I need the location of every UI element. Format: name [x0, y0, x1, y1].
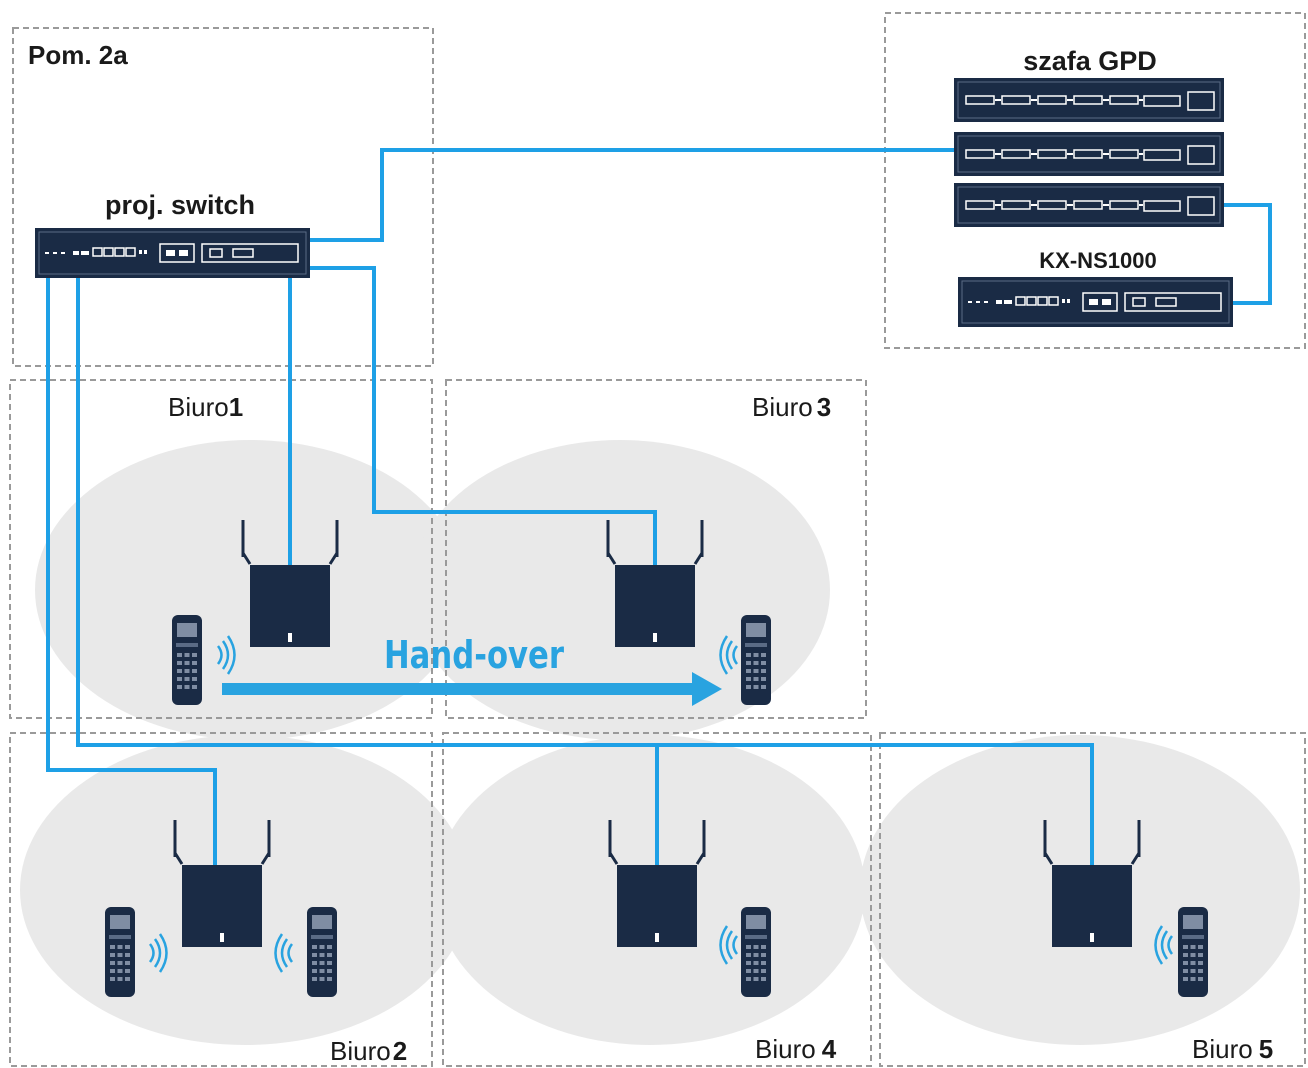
rack-unit-1 — [953, 77, 1225, 123]
room-label-pom-2a: Pom. 2a — [28, 40, 128, 70]
gpd-cabinet — [953, 77, 1225, 228]
cable-switch-to-biuro-2 — [46, 278, 217, 865]
pbx-label: KX-NS1000 — [1039, 248, 1156, 273]
handset-biuro-2-right — [307, 907, 337, 997]
rack-unit-2 — [953, 131, 1225, 177]
room-borders — [9, 12, 1306, 1067]
cable-switch-to-biuro-4-5 — [76, 278, 1094, 865]
cable-switch-to-biuro-3 — [310, 266, 657, 565]
handset-biuro-2-left — [105, 907, 135, 997]
room-border-gpd — [884, 12, 1306, 349]
room-label-biuro-2: Biuro2 — [330, 1036, 407, 1066]
coverage-areas — [20, 440, 1300, 1045]
room-border-pom-2a — [12, 27, 434, 367]
room-border-biuro-5 — [879, 732, 1306, 1067]
cable-cabinet-to-pbx — [1224, 203, 1272, 305]
room-border-biuro-3 — [445, 379, 867, 719]
handset-biuro-5 — [1178, 907, 1208, 997]
kx-ns1000-pbx — [957, 276, 1234, 328]
handover-label: Hand-over — [384, 633, 564, 677]
room-border-biuro-1 — [9, 379, 433, 719]
cable-switch-to-cabinet — [310, 148, 955, 242]
cables — [46, 148, 1272, 865]
cabinet-label: szafa GPD — [1023, 46, 1157, 76]
room-label-biuro-1: Biuro1 — [168, 392, 243, 422]
rack-unit-3 — [953, 182, 1225, 228]
handover-arrow — [222, 672, 722, 706]
room-border-biuro-4 — [442, 732, 872, 1067]
handset-biuro-1 — [172, 615, 202, 705]
handset-biuro-3 — [741, 615, 771, 705]
switch-label: proj. switch — [105, 190, 255, 220]
proj-switch — [34, 227, 311, 279]
handset-biuro-4 — [741, 907, 771, 997]
room-border-biuro-2 — [9, 732, 433, 1067]
